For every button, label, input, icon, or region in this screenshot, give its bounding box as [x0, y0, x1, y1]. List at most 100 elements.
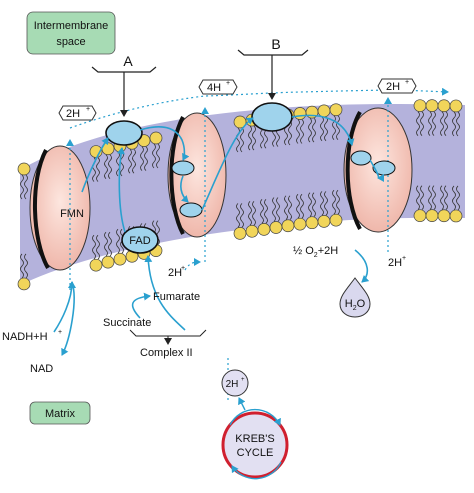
- lipid-head: [89, 258, 103, 272]
- lipid-tail: [416, 185, 420, 210]
- svg-text:+: +: [226, 80, 230, 87]
- krebs-cycle-arrows-2: [231, 461, 282, 480]
- lipid-tail: [444, 185, 448, 210]
- lipid-tail: [24, 174, 28, 200]
- fad-carrier: [121, 226, 159, 254]
- lipid-tail: [332, 189, 336, 215]
- lipid-tail: [92, 234, 96, 260]
- lipid-tail: [288, 120, 292, 146]
- lipid-head: [329, 213, 343, 227]
- lipid-tail: [452, 185, 456, 211]
- lipid-tail: [300, 193, 304, 219]
- lipid-head: [317, 215, 331, 228]
- nadh-label: NADH+H: [2, 331, 48, 343]
- lipid-head: [449, 99, 463, 113]
- lipid-tail: [296, 193, 300, 219]
- lipid-tails: [20, 111, 460, 279]
- krebs-line2: CYCLE: [237, 447, 274, 459]
- matrix-box: [29, 401, 91, 425]
- svg-text:4H: 4H: [207, 82, 221, 94]
- complex-iii-rim: [169, 116, 185, 235]
- label-a: A: [123, 53, 133, 69]
- lipid-tail: [120, 151, 124, 177]
- intermembrane-line1: Intermembrane: [34, 20, 109, 32]
- label-b-marker: [237, 49, 309, 100]
- lipid-head: [305, 216, 319, 230]
- lipid-head: [113, 252, 127, 266]
- lipid-tail: [288, 195, 292, 221]
- fad-label: FAD: [129, 235, 150, 247]
- lipid-tail: [428, 185, 432, 210]
- nad-label: NAD: [30, 363, 53, 375]
- lipid-head: [257, 222, 271, 236]
- lipid-tail: [20, 253, 24, 279]
- lipid-tail: [240, 127, 244, 153]
- lipid-tail: [156, 143, 160, 169]
- lipid-head: [425, 209, 439, 222]
- complex-ii-bracket: [129, 329, 207, 345]
- lipid-tail: [296, 119, 300, 144]
- lipid-tail: [236, 203, 240, 228]
- lipid-tail: [128, 148, 132, 174]
- proton-circle: [221, 369, 249, 397]
- lipid-tail: [96, 234, 100, 260]
- complex-ii-label: Complex II: [140, 347, 193, 359]
- lipid-tail: [116, 228, 120, 254]
- oxygen-label: ½ O2+2H: [293, 245, 338, 259]
- svg-text:+: +: [86, 106, 90, 113]
- krebs-cycle-circle: [221, 411, 289, 479]
- water-label: H2O: [345, 298, 366, 312]
- lipid-tail: [252, 125, 256, 151]
- lipid-head: [269, 221, 283, 234]
- lipid-tail: [156, 220, 160, 245]
- lipid-tail: [272, 197, 276, 222]
- krebs-cycle-arrows: [229, 408, 281, 426]
- electron-flow: [53, 114, 385, 356]
- fumarate-label: Fumarate: [153, 291, 200, 303]
- svg-text:2H: 2H: [66, 108, 80, 120]
- lipid-tail: [108, 154, 112, 180]
- lipid-tail: [264, 199, 268, 224]
- lipid-tail: [104, 154, 108, 180]
- lipid-tail: [320, 191, 324, 216]
- proton-circle-label: 2H: [226, 379, 239, 390]
- lipid-head: [245, 224, 259, 238]
- complex-iii-site-2: [179, 202, 203, 218]
- lipid-tail: [132, 148, 136, 174]
- matrix-label: Matrix: [45, 408, 75, 420]
- lipid-tail: [336, 115, 340, 141]
- lipid-head: [449, 209, 463, 223]
- lipid-head: [101, 255, 115, 269]
- lipid-head: [293, 107, 307, 120]
- lipid-head: [413, 209, 427, 223]
- lipid-head: [149, 131, 163, 145]
- lipid-tail: [24, 253, 28, 279]
- lipid-tail: [332, 115, 336, 141]
- lipid-head: [293, 217, 307, 231]
- lipid-head: [281, 219, 295, 233]
- lipid-tail: [276, 197, 280, 222]
- proton-2h-water-plus: +: [402, 255, 406, 262]
- proton-tag-left: 2H +: [58, 105, 97, 121]
- proton-circle-plus: +: [241, 377, 245, 383]
- label-a-marker: [91, 66, 157, 117]
- lipid-head: [233, 227, 247, 240]
- complex-iv-rim: [345, 111, 362, 230]
- proton-2h-fad-plus: +: [181, 265, 185, 272]
- lipid-tail: [440, 111, 444, 136]
- lipid-tail: [324, 191, 328, 216]
- proton-path-fad: [184, 258, 201, 271]
- lipid-tail: [20, 174, 24, 200]
- intermembrane-line2: space: [56, 36, 85, 48]
- lipid-head: [17, 162, 31, 176]
- lipid-tail: [104, 231, 108, 257]
- label-b: B: [271, 36, 280, 52]
- svg-text:2H: 2H: [386, 81, 400, 93]
- krebs-line1: KREB'S: [235, 433, 274, 445]
- intermembrane-space-box: [26, 11, 116, 55]
- complex-i: [29, 145, 91, 271]
- nadh-plus: +: [58, 329, 62, 336]
- complex-iv-site-1: [350, 150, 372, 166]
- lipid-tail: [116, 151, 120, 177]
- lipid-tail: [312, 192, 316, 217]
